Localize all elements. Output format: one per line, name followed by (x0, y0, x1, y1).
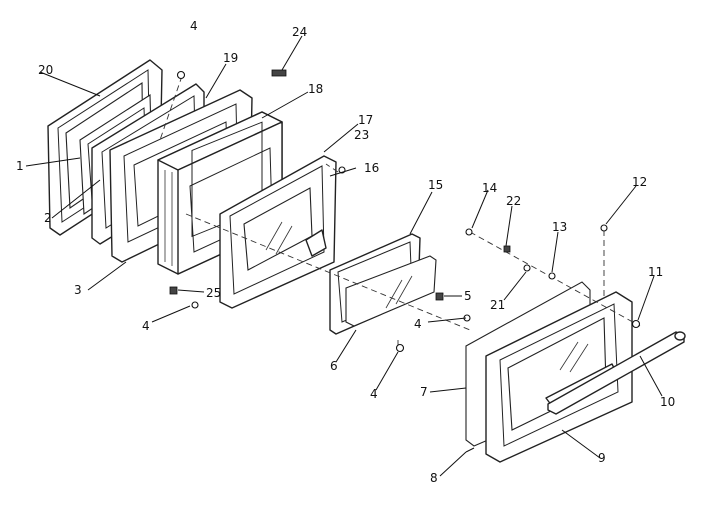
callout-22: 22 (506, 194, 521, 208)
callout-3: 3 (74, 283, 82, 297)
callout-24: 24 (292, 25, 307, 39)
part-10-handle (547, 331, 686, 415)
screw-icon (395, 343, 405, 353)
callout-5: 5 (464, 289, 472, 303)
callout-labels: 4 24 19 20 18 17 23 16 1 2 3 25 4 15 14 … (16, 19, 675, 485)
callout-16: 16 (364, 161, 379, 175)
callout-20: 20 (38, 63, 53, 77)
callout-15: 15 (428, 178, 443, 192)
screw-icon (523, 264, 531, 272)
clip-icon (271, 69, 287, 77)
callout-8: 8 (430, 471, 438, 485)
callout-7: 7 (420, 385, 428, 399)
callout-18: 18 (308, 82, 323, 96)
clip-icon (435, 292, 444, 301)
clip-icon (169, 286, 178, 295)
screw-icon (465, 228, 473, 236)
callout-12: 12 (632, 175, 647, 189)
callout-25: 25 (206, 286, 221, 300)
callout-23: 23 (354, 128, 369, 142)
part-6-glass-pane (345, 255, 437, 327)
callout-1: 1 (16, 159, 24, 173)
fasteners (169, 69, 641, 453)
callout-2: 2 (44, 211, 52, 225)
callout-4: 4 (142, 319, 150, 333)
screw-icon (191, 301, 199, 309)
callout-4: 4 (414, 317, 422, 331)
callout-14: 14 (482, 181, 497, 195)
callout-10: 10 (660, 395, 675, 409)
callout-4: 4 (370, 387, 378, 401)
screw-icon (176, 70, 186, 80)
screw-icon (600, 224, 608, 232)
leader-lines (25, 35, 663, 477)
clip-icon (503, 245, 511, 253)
callout-4: 4 (190, 19, 198, 33)
callout-17: 17 (358, 113, 373, 127)
callout-19: 19 (223, 51, 238, 65)
screw-icon (548, 272, 556, 280)
callout-9: 9 (598, 451, 606, 465)
part-16-inner-panel (219, 155, 337, 309)
callout-21: 21 (490, 298, 505, 312)
callout-11: 11 (648, 265, 663, 279)
callout-13: 13 (552, 220, 567, 234)
screw-icon (631, 319, 641, 329)
callout-6: 6 (330, 359, 338, 373)
